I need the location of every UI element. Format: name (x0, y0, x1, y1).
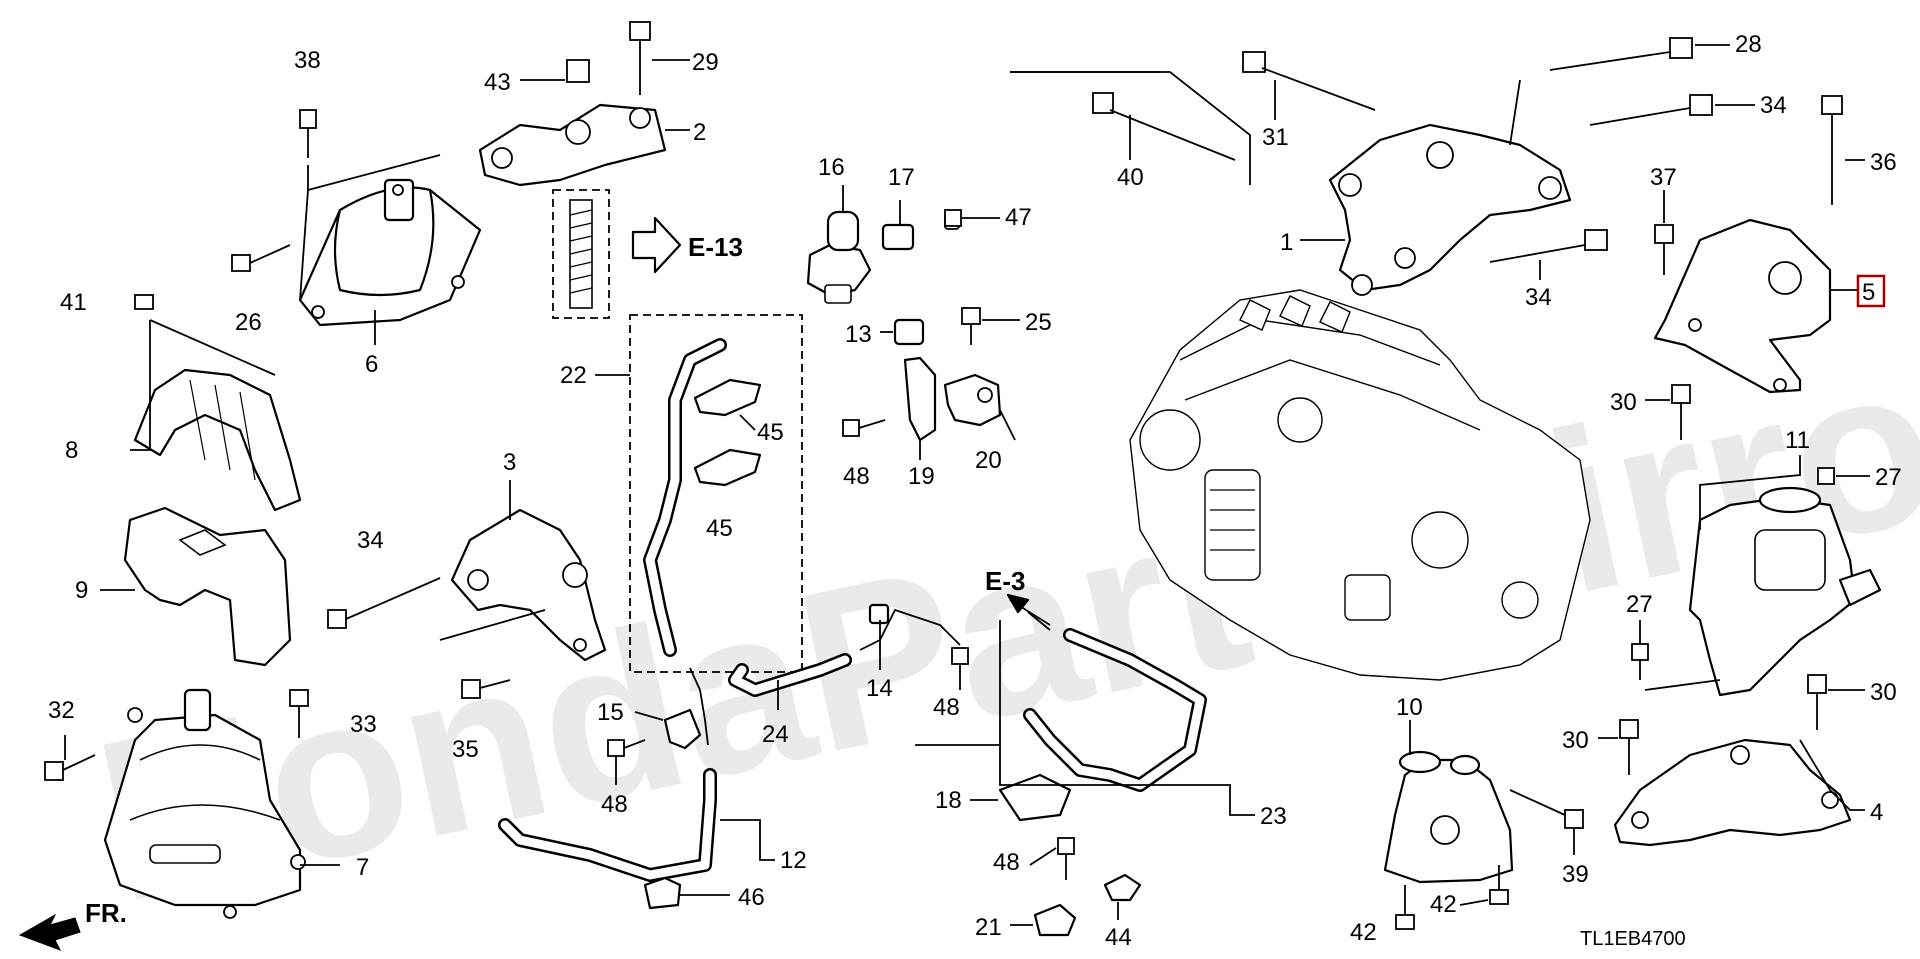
callout-30b: 30 (1870, 679, 1897, 706)
callout-15: 15 (597, 699, 624, 726)
part-20-bracket[interactable] (943, 373, 1002, 427)
engine-assembly (1129, 289, 1591, 681)
callout-25: 25 (1025, 309, 1052, 336)
part-6-engine-mount[interactable] (298, 178, 482, 327)
callout-27a: 27 (1875, 464, 1902, 491)
diagram-code: TL1EB4700 (1580, 928, 1686, 950)
part-45-clip-lower[interactable] (693, 448, 762, 487)
callout-42b: 42 (1350, 919, 1377, 946)
callout-37: 37 (1650, 164, 1677, 191)
svg-text:FR.: FR. (85, 898, 127, 928)
callout-45a: 45 (757, 419, 784, 446)
callout-42a: 42 (1430, 891, 1457, 918)
svg-text:E-13: E-13 (688, 232, 743, 262)
callout-9: 9 (75, 577, 88, 604)
callout-34c: 34 (1525, 284, 1552, 311)
callout-22: 22 (560, 362, 587, 389)
part-23-hose[interactable] (1023, 628, 1207, 792)
callout-26: 26 (235, 309, 262, 336)
callout-2: 2 (693, 119, 706, 146)
part-12-hose[interactable] (498, 768, 717, 882)
callout-46: 46 (738, 884, 765, 911)
part-22-hose[interactable] (643, 338, 727, 657)
part-18-clamp[interactable] (998, 773, 1072, 822)
part-44-clip[interactable] (1103, 873, 1142, 902)
part-21-clip[interactable] (1033, 903, 1077, 937)
callout-5: 5 (1862, 279, 1875, 306)
callout-1: 1 (1280, 229, 1293, 256)
callout-43: 43 (484, 69, 511, 96)
callout-41: 41 (60, 289, 87, 316)
callout-labels: 38 43 29 2 26 6 41 8 9 3 34 35 32 33 7 1… (48, 31, 1902, 951)
callout-36: 36 (1870, 149, 1897, 176)
callout-34b: 34 (1760, 92, 1787, 119)
part-4-bracket[interactable] (1613, 738, 1852, 847)
front-direction-arrow[interactable]: FR. (18, 898, 127, 951)
ref-e3-arrow[interactable]: E-3 (985, 566, 1051, 626)
callout-34a: 34 (357, 527, 384, 554)
part-22-group-box (629, 314, 803, 673)
callout-38: 38 (294, 47, 321, 74)
callout-17: 17 (888, 164, 915, 191)
part-11-engine-mount[interactable] (1688, 486, 1882, 697)
callout-21: 21 (975, 914, 1002, 941)
callout-3: 3 (503, 449, 516, 476)
callout-35: 35 (452, 736, 479, 763)
callout-24: 24 (762, 721, 789, 748)
callout-44: 44 (1105, 924, 1132, 951)
callout-6: 6 (365, 351, 378, 378)
callout-39: 39 (1562, 861, 1589, 888)
part-46-clip[interactable] (643, 876, 682, 910)
part-9-bracket[interactable] (123, 506, 292, 667)
callout-12: 12 (780, 847, 807, 874)
callout-11: 11 (1785, 427, 1810, 454)
callout-48d: 48 (993, 849, 1020, 876)
highlighted-part-5-box[interactable] (1856, 274, 1886, 308)
callout-48c: 48 (601, 791, 628, 818)
callout-48b: 48 (933, 694, 960, 721)
callout-47: 47 (1005, 204, 1032, 231)
part-13-clip[interactable] (893, 318, 925, 346)
callout-31: 31 (1262, 124, 1289, 151)
callout-4: 4 (1870, 799, 1883, 826)
stud-detail (552, 189, 610, 319)
callout-10: 10 (1396, 694, 1423, 721)
callout-16: 16 (818, 154, 845, 181)
callout-20: 20 (975, 447, 1002, 474)
callout-23: 23 (1260, 803, 1287, 830)
callout-18: 18 (935, 787, 962, 814)
callout-30a: 30 (1610, 389, 1637, 416)
ref-e13-arrow[interactable]: E-13 (631, 216, 743, 274)
part-3-bracket[interactable] (450, 508, 607, 662)
callout-19: 19 (908, 463, 935, 490)
callout-8: 8 (65, 437, 78, 464)
part-14-wire[interactable] (859, 603, 961, 651)
callout-48a: 48 (843, 463, 870, 490)
svg-text:E-3: E-3 (985, 566, 1025, 596)
part-7-engine-mount[interactable] (103, 688, 306, 919)
part-45-clip-upper[interactable] (693, 378, 762, 417)
callout-30c: 30 (1562, 727, 1589, 754)
part-19-bracket[interactable] (903, 356, 937, 442)
callout-29: 29 (692, 49, 719, 76)
callout-28: 28 (1735, 31, 1762, 58)
part-1-bracket[interactable] (1328, 123, 1572, 296)
part-24-hose[interactable] (728, 653, 852, 697)
part-16-solenoid-valve[interactable] (806, 210, 872, 304)
part-5-transmission-mount[interactable] (1653, 218, 1832, 394)
callout-45b: 45 (706, 515, 733, 542)
callout-7: 7 (356, 854, 369, 881)
callout-32: 32 (48, 697, 75, 724)
part-10-engine-mount[interactable] (1383, 750, 1514, 884)
callout-40: 40 (1117, 164, 1144, 191)
callout-13: 13 (845, 321, 872, 348)
part-15-bracket[interactable] (663, 667, 709, 750)
part-8-bracket[interactable] (133, 368, 302, 512)
callout-33: 33 (350, 711, 377, 738)
callout-14: 14 (866, 675, 893, 702)
part-2-mount-bracket[interactable] (478, 103, 667, 187)
callout-27b: 27 (1626, 591, 1653, 618)
